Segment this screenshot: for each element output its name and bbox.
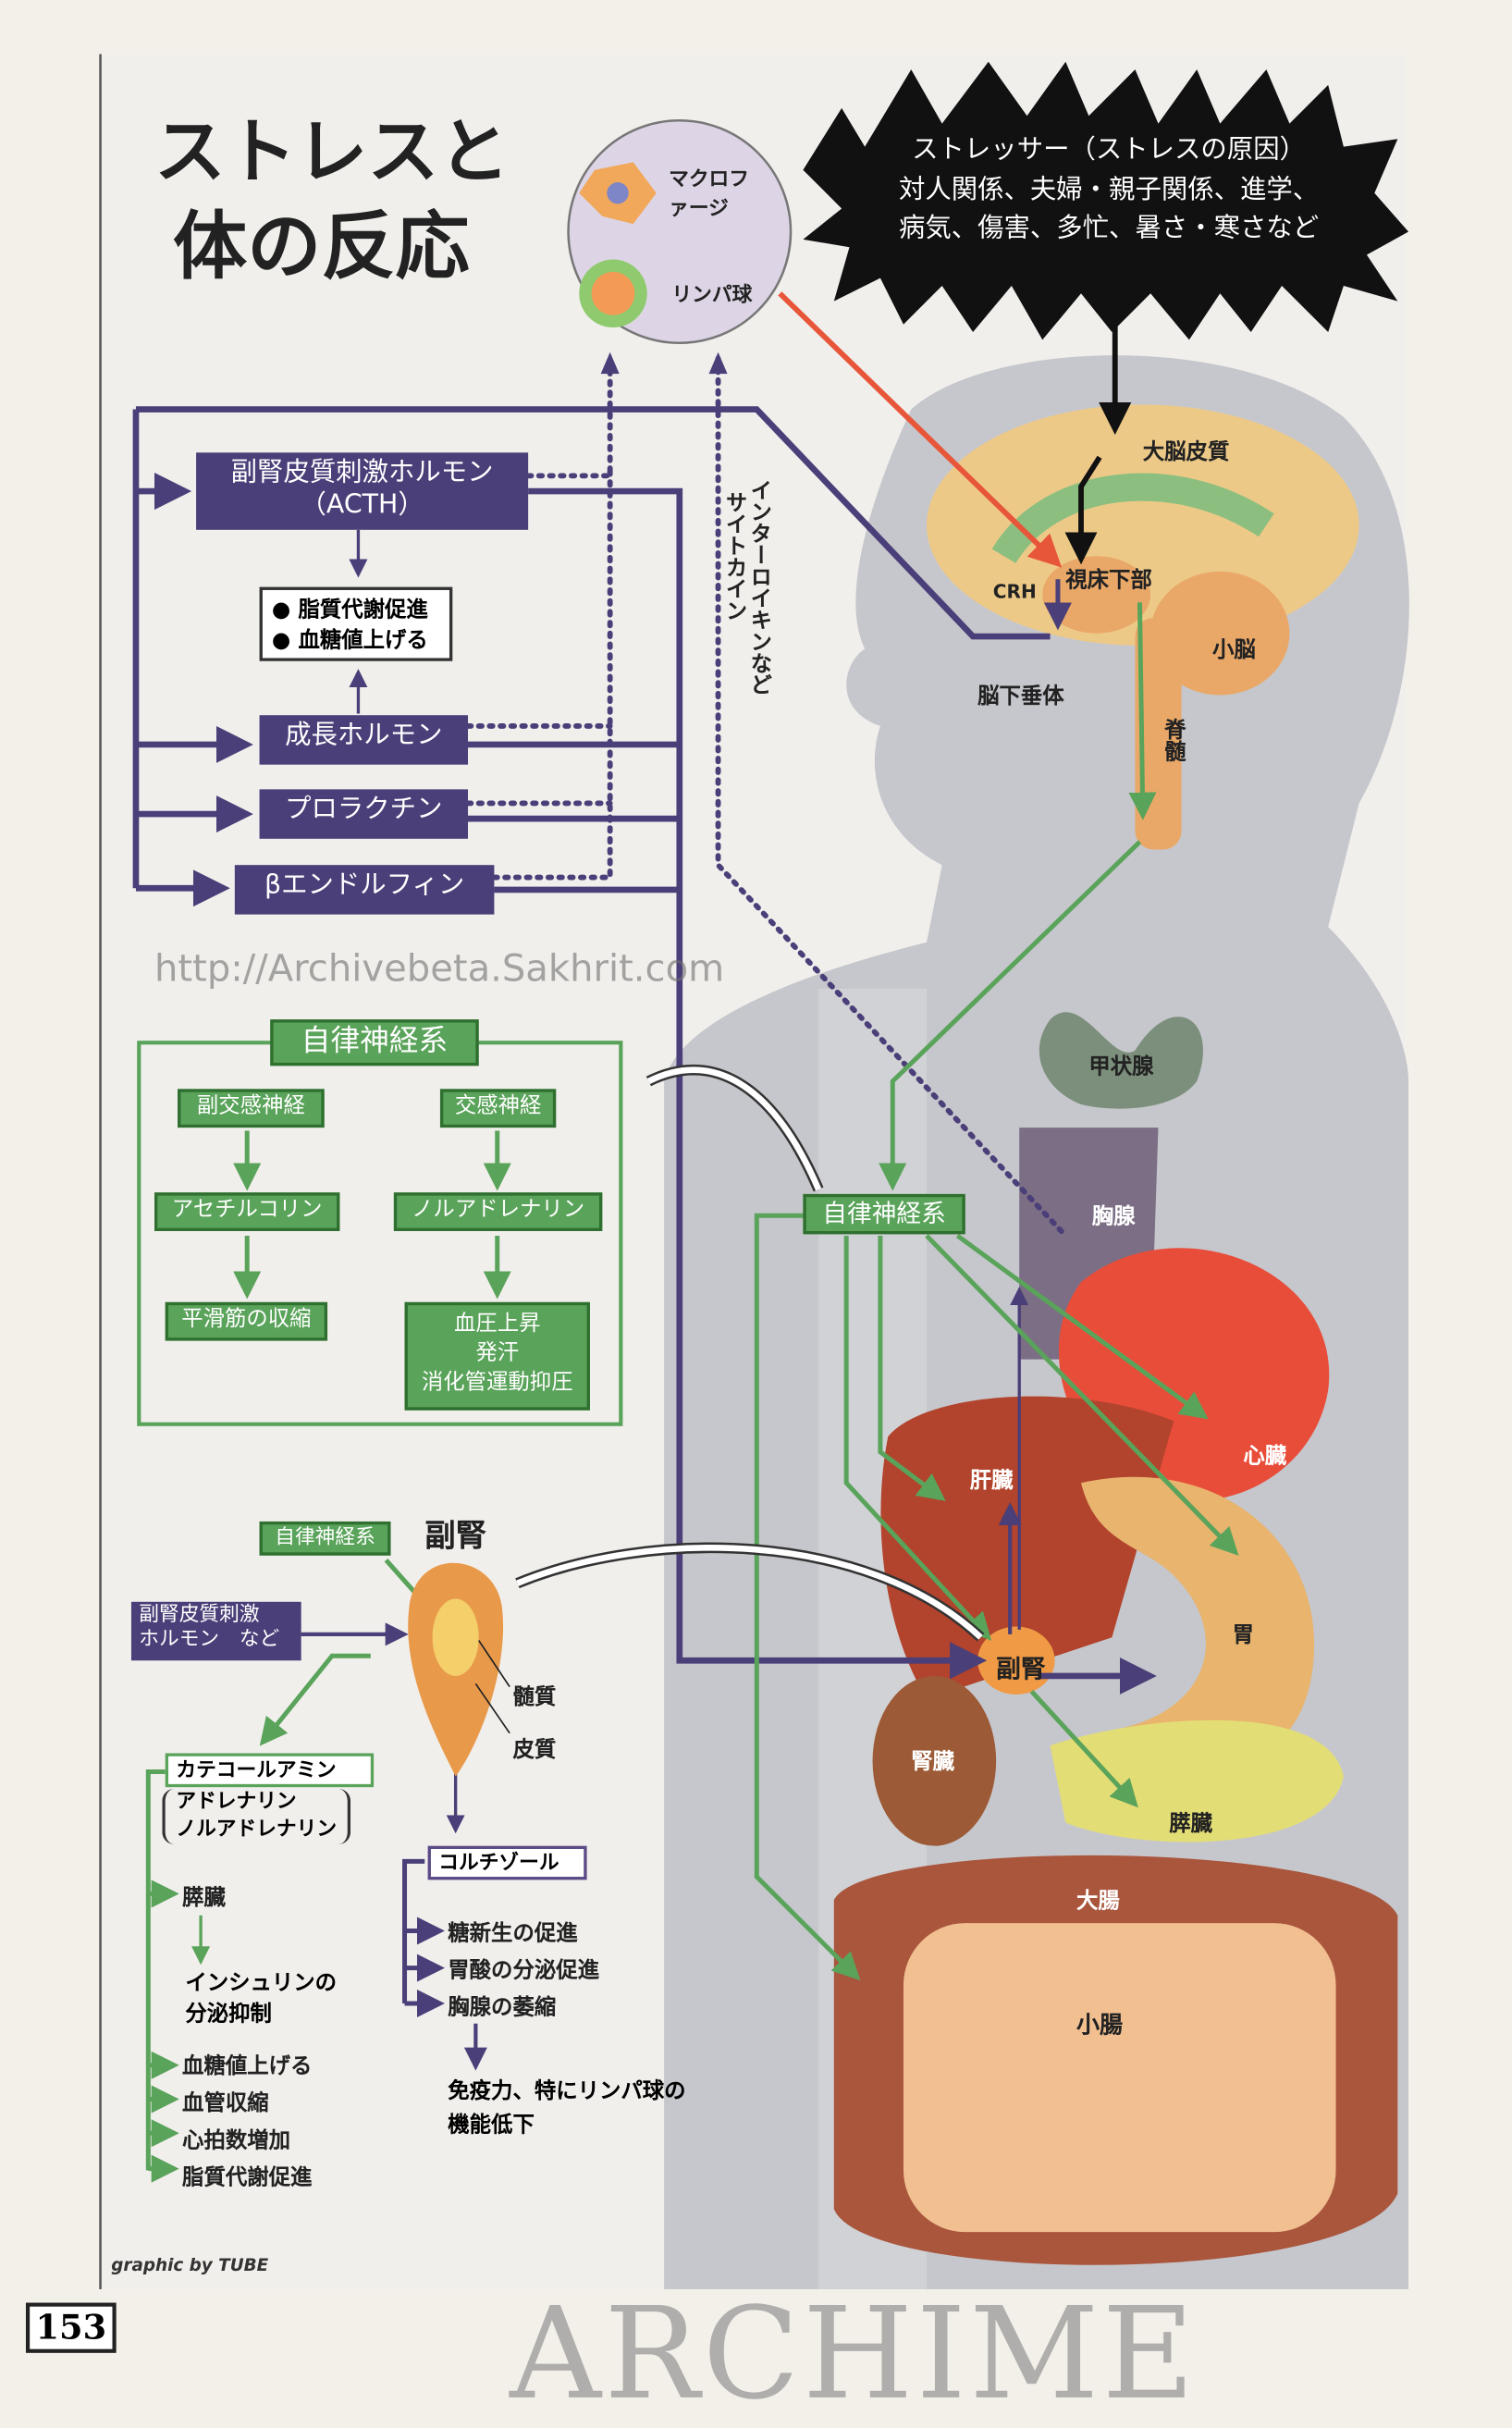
noradrenaline-label: ノルアドレナリン: [176, 1818, 338, 1842]
pancreas-label: 膵臓: [1169, 1811, 1212, 1837]
liver: [880, 1396, 1174, 1699]
watermark-url: http://Archivebeta.Sakhrit.com: [154, 946, 725, 991]
sympathetic-effects-box: 血圧上昇 発汗 消化管運動抑圧: [404, 1301, 590, 1411]
stomach: [1081, 1476, 1315, 1765]
adrenal-label: 副腎: [996, 1654, 1046, 1684]
autonomic-center-box: 自律神経系: [803, 1193, 965, 1235]
page-number: 153: [35, 2307, 107, 2348]
cerebellum: [1150, 571, 1290, 696]
adrenaline-label: アドレナリン: [176, 1790, 297, 1814]
stressor-burst: [803, 61, 1409, 340]
acetylcholine-box: アセチルコリン: [154, 1192, 340, 1231]
acth-label: 副腎皮質刺激ホルモン: [230, 457, 494, 488]
stressor-line1: 対人関係、夫婦・親子関係、進学、: [898, 173, 1320, 205]
endorphin-box: βエンドルフィン: [234, 865, 495, 915]
adrenal-heading: 副腎: [424, 1516, 487, 1555]
pituitary-label: 脳下垂体: [977, 684, 1064, 709]
stressor-heading: ストレッサー（ストレスの原因）: [912, 134, 1306, 166]
thyroid-label: 甲状腺: [1088, 1054, 1154, 1080]
kidney-label: 腎臓: [911, 1750, 955, 1775]
smooth-muscle-box: 平滑筋の収縮: [165, 1301, 328, 1341]
cytokine-label-1: インターロイキンなど: [747, 478, 772, 696]
cytokine-label-2: サイトカイン: [722, 491, 748, 622]
prolactin-box: プロラクチン: [259, 789, 469, 839]
noradrenaline-box: ノルアドレナリン: [393, 1192, 603, 1231]
effect-item: 心拍数増加: [182, 2128, 290, 2153]
adrenal-gland: [977, 1626, 1055, 1695]
cortex-label: 大脳皮質: [1142, 439, 1230, 465]
effect-item: ● 血糖値上げる: [271, 629, 428, 654]
acth-line: 副腎皮質刺激: [139, 1603, 260, 1627]
effect-item: 血圧上昇: [453, 1311, 541, 1337]
immune-line: 機能低下: [448, 2114, 535, 2138]
small-intestine-label: 小腸: [1076, 2011, 1124, 2040]
acth-line: ホルモン など: [139, 1628, 280, 1652]
effect-item: 脂質代謝促進: [182, 2165, 313, 2191]
pancreas: [1050, 1719, 1344, 1843]
small-intestine: [903, 1923, 1336, 2233]
cortisol-box: コルチゾール: [427, 1845, 587, 1880]
parasympathetic-box: 副交感神経: [178, 1089, 325, 1128]
immune-line: 免疫力、特にリンパ球の: [448, 2078, 686, 2104]
credit: graphic by TUBE: [111, 2255, 269, 2275]
stressor-line2: 病気、傷害、多忙、暑さ・寒さなど: [898, 213, 1320, 244]
kidney: [872, 1675, 997, 1846]
insulin-line: 分泌抑制: [185, 2001, 272, 2027]
thymus-label: 胸腺: [1091, 1204, 1136, 1230]
insulin-line: インシュリンの: [185, 1970, 338, 1996]
spinal-cord-label: 脊髄: [1161, 718, 1186, 762]
sympathetic-box: 交感神経: [439, 1089, 557, 1128]
medulla-label: 髄質: [512, 1684, 557, 1710]
effect-item: 糖新生の促進: [448, 1921, 578, 1947]
immune-decline: 免疫力、特にリンパ球の 機能低下: [448, 2075, 685, 2144]
cortisol-effects: 糖新生の促進 胃酸の分泌促進 胸腺の萎縮: [448, 1917, 599, 2022]
autonomic-panel-title: 自律神経系: [270, 1019, 479, 1066]
liver-label: 肝臓: [969, 1469, 1014, 1494]
effect-item: 胃酸の分泌促進: [448, 1958, 599, 1984]
title-line2: 体の反応: [173, 203, 470, 290]
thyroid: [1039, 1012, 1203, 1109]
effect-item: 血管収縮: [182, 2091, 269, 2116]
catecholamine-box: カテコールアミン: [165, 1753, 375, 1788]
cerebellum-label: 小脳: [1211, 637, 1256, 663]
stressor-text: ストレッサー（ストレスの原因） 対人関係、夫婦・親子関係、進学、 病気、傷害、多…: [846, 131, 1371, 250]
effect-item: 消化管運動抑圧: [421, 1369, 573, 1395]
acth-box: 副腎皮質刺激ホルモン （ACTH）: [196, 452, 529, 530]
effect-item: 血糖値上げる: [182, 2054, 313, 2079]
acth-effects-box: ● 脂質代謝促進 ● 血糖値上げる: [259, 586, 453, 661]
cortex-detail-label: 皮質: [512, 1737, 557, 1763]
growth-hormone-box: 成長ホルモン: [259, 715, 469, 765]
title-line1: ストレスと: [154, 109, 510, 193]
catecholamine-effects: 血糖値上げる 血管収縮 心拍数増加 脂質代謝促進: [182, 2050, 312, 2192]
catecholamine-sub: アドレナリン ノルアドレナリン: [162, 1788, 351, 1845]
adrenal-acth-box: 副腎皮質刺激 ホルモン など: [130, 1601, 301, 1661]
adrenal-autonomic-box: 自律神経系: [259, 1521, 391, 1556]
insulin-effect: インシュリンの 分泌抑制: [185, 1969, 337, 2029]
crh-label: CRH: [992, 580, 1037, 603]
large-intestine-label: 大腸: [1076, 1889, 1120, 1915]
lymphocyte-label: リンパ球: [671, 284, 753, 308]
effect-item: 胸腺の萎縮: [448, 1995, 557, 2021]
macrophage-label: マクロファージ: [669, 168, 749, 221]
heart-label: 心臓: [1243, 1444, 1287, 1470]
stomach-label: 胃: [1232, 1623, 1255, 1648]
hypothalamus-label: 視床下部: [1065, 568, 1152, 594]
effect-item: 発汗: [475, 1340, 520, 1366]
effect-item: ● 脂質代謝促進: [271, 598, 428, 623]
acth-abbrev: （ACTH）: [300, 489, 424, 522]
watermark-logo: ARCHIME: [510, 2281, 1198, 2428]
pancreas-effect: 膵臓: [182, 1886, 226, 1911]
